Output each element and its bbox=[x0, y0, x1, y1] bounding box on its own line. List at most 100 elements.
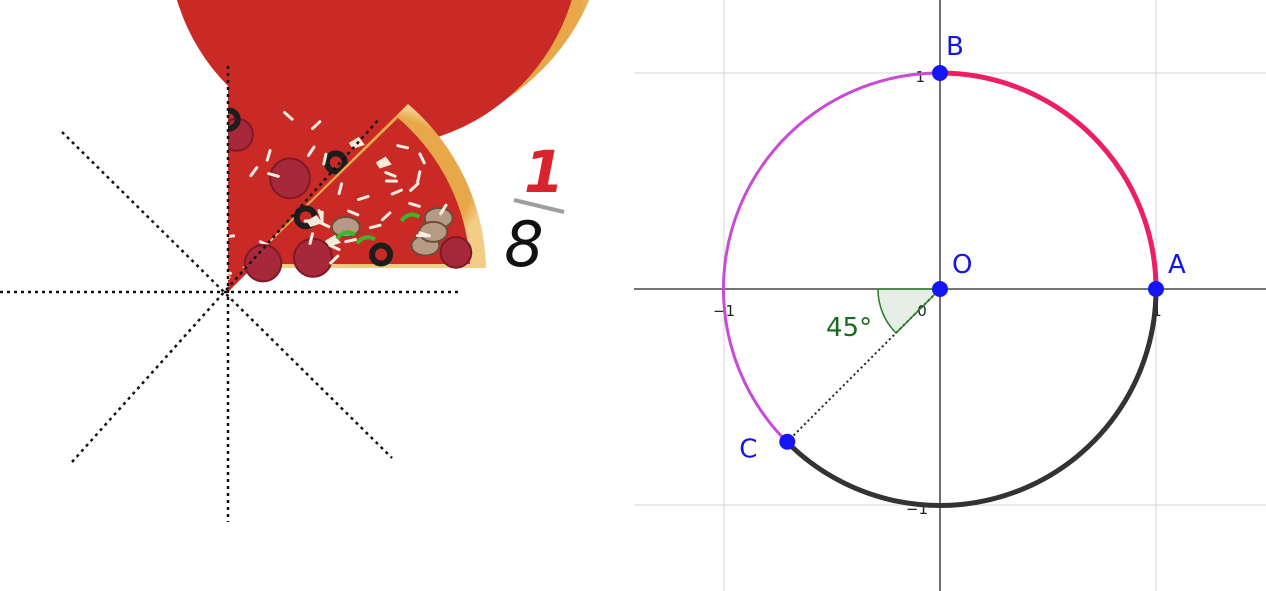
cheese-shred bbox=[266, 357, 275, 362]
cheese-shred bbox=[326, 368, 334, 374]
cheese-shred bbox=[318, 220, 331, 229]
point-label-a: A bbox=[1168, 250, 1186, 280]
mushroom bbox=[48, 349, 76, 369]
cheese-shred bbox=[299, 326, 309, 329]
point-o bbox=[932, 281, 948, 297]
cheese-shred bbox=[267, 172, 280, 178]
olive bbox=[59, 375, 77, 393]
pepperoni bbox=[439, 236, 473, 269]
pepperoni bbox=[292, 237, 333, 278]
point-label-o: O bbox=[952, 250, 972, 280]
pepperoni bbox=[195, 389, 234, 428]
mushroom bbox=[326, 320, 354, 340]
cheese-shred bbox=[337, 182, 344, 196]
mushroom bbox=[54, 332, 82, 352]
cheese-shred bbox=[239, 361, 245, 369]
angle-marker bbox=[877, 288, 942, 335]
cheese-shred bbox=[325, 371, 332, 378]
cheese-shred bbox=[93, 343, 103, 344]
cheese-shred bbox=[347, 209, 360, 217]
mushroom bbox=[183, 235, 214, 258]
cheese-shred bbox=[295, 381, 304, 384]
cheese-shred bbox=[179, 413, 184, 422]
cheese-shred bbox=[172, 134, 186, 139]
olive bbox=[262, 359, 280, 377]
pizza-cut-lines bbox=[0, 66, 458, 522]
cheese-shred bbox=[356, 391, 364, 396]
cheese-shred bbox=[88, 231, 97, 235]
mushroom bbox=[155, 397, 183, 417]
cheese-shred bbox=[238, 445, 247, 448]
olive bbox=[323, 150, 348, 175]
cheese-shred bbox=[170, 167, 187, 180]
cheese-shred bbox=[166, 367, 173, 374]
cheese-shred bbox=[139, 337, 147, 343]
cheese-shred bbox=[258, 295, 266, 302]
point-label-b: B bbox=[946, 32, 964, 62]
cheese-shred bbox=[255, 438, 260, 447]
arc-upper-right bbox=[939, 70, 1159, 290]
cheese-shred bbox=[338, 328, 343, 337]
cheese-shred bbox=[40, 273, 45, 282]
cheese-shred bbox=[340, 342, 346, 350]
cheese-shred bbox=[357, 194, 370, 202]
mushroom bbox=[66, 229, 94, 249]
cheese-shred bbox=[128, 268, 133, 277]
axes bbox=[634, 0, 1266, 591]
green-pepper bbox=[160, 299, 178, 305]
cheese-shred bbox=[251, 403, 257, 411]
fraction-one-eighth: 1 8 bbox=[504, 138, 565, 281]
pepperoni bbox=[256, 301, 289, 334]
green-pepper bbox=[399, 212, 421, 223]
cheese-shred bbox=[183, 279, 188, 293]
fraction-denominator: 8 bbox=[504, 208, 543, 281]
cheese-shred bbox=[181, 248, 195, 255]
x-tick-0: 0 bbox=[917, 302, 927, 320]
olive bbox=[33, 229, 51, 247]
cheese-shred bbox=[265, 149, 272, 162]
cheese-shred bbox=[380, 211, 392, 222]
green-pepper bbox=[191, 353, 209, 359]
olive bbox=[44, 332, 62, 350]
cheese-shred bbox=[196, 191, 203, 205]
point-label-c: C bbox=[739, 435, 757, 465]
pepperoni bbox=[162, 117, 184, 159]
pepperoni bbox=[162, 277, 168, 293]
cheese-shred bbox=[303, 405, 309, 413]
cheese-shred bbox=[65, 191, 71, 199]
arc-upper-left bbox=[721, 71, 941, 444]
cheese-shred bbox=[162, 143, 179, 156]
cheese-shred bbox=[308, 232, 314, 245]
cheese-shred bbox=[147, 465, 157, 467]
cheese-shred bbox=[88, 325, 104, 337]
cheese-shred bbox=[206, 427, 211, 436]
cheese-shred bbox=[162, 121, 167, 134]
arc-lower bbox=[785, 288, 1159, 509]
cheese-shred bbox=[418, 152, 426, 165]
point-c bbox=[779, 433, 796, 450]
cheese-shred bbox=[42, 259, 52, 262]
cheese-shred bbox=[390, 188, 403, 196]
green-pepper bbox=[355, 235, 377, 245]
pepperoni bbox=[317, 339, 352, 374]
cheese-shred bbox=[123, 423, 124, 433]
cheese-shred bbox=[439, 203, 448, 216]
mushroom bbox=[227, 465, 255, 485]
cheese-shred bbox=[329, 254, 340, 265]
pepperoni bbox=[225, 433, 261, 469]
cheese-shred bbox=[396, 144, 410, 150]
pepperoni bbox=[269, 157, 311, 200]
pepperoni bbox=[140, 365, 179, 404]
cheese-shred bbox=[303, 218, 317, 223]
cheese-shred bbox=[162, 380, 171, 385]
green-pepper bbox=[183, 126, 204, 137]
pepperoni bbox=[79, 321, 118, 360]
cheese-shred bbox=[191, 291, 197, 293]
cheese-shred bbox=[384, 171, 397, 178]
cheese-shred bbox=[185, 267, 196, 277]
cheese-shred bbox=[397, 265, 404, 278]
cheese-shred bbox=[328, 243, 341, 251]
cheese-shred bbox=[162, 394, 169, 401]
